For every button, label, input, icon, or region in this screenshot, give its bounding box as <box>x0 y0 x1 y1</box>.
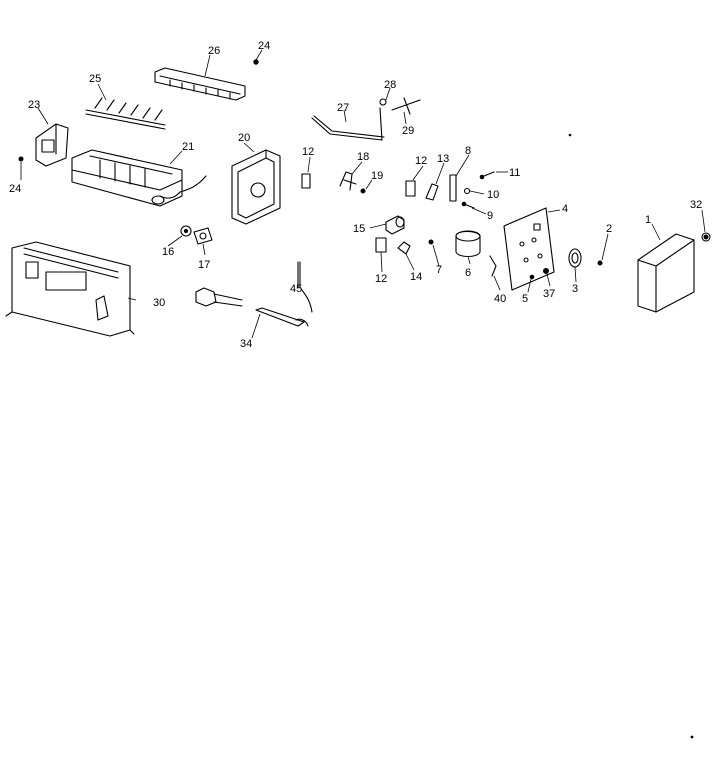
callout-37: 37 <box>543 288 555 300</box>
callout-12-lower: 12 <box>375 273 387 285</box>
callout-18: 18 <box>357 151 369 163</box>
part-1-cover <box>637 233 695 313</box>
speck <box>568 133 572 137</box>
part-23-bracket <box>35 123 69 167</box>
callout-17: 17 <box>198 259 210 271</box>
part-13-clip <box>425 183 439 201</box>
part-8-bracket <box>449 174 457 202</box>
part-18-lever <box>339 171 357 191</box>
callout-13: 13 <box>437 153 449 165</box>
callout-40: 40 <box>494 293 506 305</box>
part-29-spring <box>391 97 421 115</box>
callout-23: 23 <box>28 99 40 111</box>
callout-19: 19 <box>371 170 383 182</box>
part-26-cover <box>154 67 246 101</box>
callout-14: 14 <box>410 271 422 283</box>
callout-24-upper: 24 <box>258 40 270 52</box>
speck <box>690 735 694 739</box>
callout-2: 2 <box>606 223 612 235</box>
callout-28: 28 <box>384 79 396 91</box>
callout-34: 34 <box>240 338 252 350</box>
part-17-cam <box>193 227 213 245</box>
part-40-contact <box>489 255 497 277</box>
callout-3: 3 <box>572 283 578 295</box>
part-20-housing <box>231 149 281 225</box>
part-15-thermostat <box>385 215 405 235</box>
part-19-screw <box>360 188 366 194</box>
part-27-shutoff-arm <box>311 107 385 141</box>
leader-lines <box>20 49 706 339</box>
part-10-washer <box>463 187 471 195</box>
part-6-motor <box>455 230 481 258</box>
callout-12-middle: 12 <box>415 155 427 167</box>
part-5-screw <box>529 274 535 280</box>
callout-12-upper: 12 <box>302 146 314 158</box>
callout-25: 25 <box>89 73 101 85</box>
callout-4: 4 <box>562 203 568 215</box>
part-24-screw-upper <box>253 59 259 65</box>
part-3-gear <box>568 248 582 268</box>
callout-6: 6 <box>465 267 471 279</box>
part-37-nut <box>543 268 549 274</box>
part-12-switch-lower <box>375 237 387 253</box>
part-12-switch-upper <box>301 173 311 189</box>
callout-11: 11 <box>509 167 520 179</box>
callout-1: 1 <box>645 214 651 226</box>
part-16-gear <box>180 225 192 237</box>
part-12-switch-middle <box>405 180 416 197</box>
part-2-screw <box>597 260 603 266</box>
callout-15: 15 <box>353 223 365 235</box>
part-30-front-panel <box>5 241 135 337</box>
callout-32: 32 <box>690 199 702 211</box>
callout-45: 45 <box>290 283 302 295</box>
part-28-retainer <box>379 98 387 106</box>
callout-20: 20 <box>238 132 250 144</box>
callout-16: 16 <box>162 246 174 258</box>
callout-26: 26 <box>208 45 220 57</box>
part-32-knob <box>701 232 711 242</box>
part-11-screw <box>479 171 495 180</box>
part-4-mounting-plate <box>503 207 555 291</box>
part-9-screw <box>461 201 475 209</box>
callout-7: 7 <box>436 264 442 276</box>
part-14-connector <box>397 241 411 255</box>
part-7-screw <box>428 239 434 245</box>
callout-labels: 26 24 25 23 21 20 24 30 16 17 12 27 28 2… <box>9 40 702 350</box>
callout-9: 9 <box>487 210 493 222</box>
callout-29: 29 <box>402 125 414 137</box>
callout-8: 8 <box>465 145 471 157</box>
callout-10: 10 <box>487 189 499 201</box>
callout-30: 30 <box>153 297 165 309</box>
part-24-screw-lower <box>18 156 24 162</box>
callout-21: 21 <box>182 141 194 153</box>
part-34-fill-tube <box>195 287 309 327</box>
callout-5: 5 <box>522 293 528 305</box>
part-21-ice-mold <box>71 149 207 207</box>
part-25-ejector <box>85 97 166 130</box>
callout-27: 27 <box>337 102 349 114</box>
callout-24-lower: 24 <box>9 183 21 195</box>
